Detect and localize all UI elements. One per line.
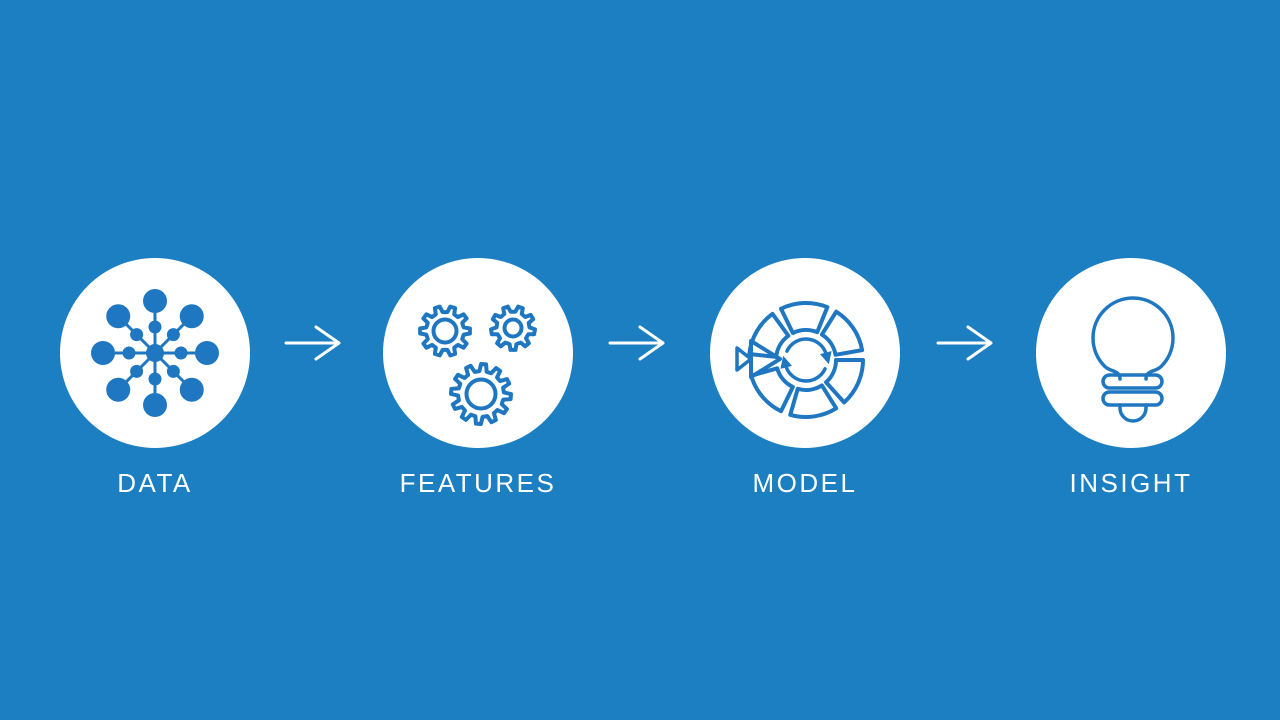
step-circle: [710, 258, 900, 448]
lightbulb-icon: [1091, 296, 1175, 423]
step-label: DATA: [117, 468, 193, 498]
gears-icon: [418, 304, 537, 426]
step-features: FEATURES: [383, 258, 573, 499]
step-circle: [60, 258, 250, 448]
data-network-icon: [91, 289, 219, 417]
step-model: MODEL: [710, 258, 900, 499]
right-arrow-icon: [283, 323, 343, 363]
step-data: DATA: [60, 258, 250, 499]
step-circle: [1036, 258, 1226, 448]
model-iteration-icon: [735, 301, 865, 419]
step-circle: [383, 258, 573, 448]
step-label: INSIGHT: [1069, 468, 1193, 498]
step-label: FEATURES: [399, 468, 557, 498]
right-arrow-icon: [935, 323, 995, 363]
right-arrow-icon: [607, 323, 667, 363]
step-label: MODEL: [752, 468, 858, 498]
step-insight: INSIGHT: [1036, 258, 1226, 499]
